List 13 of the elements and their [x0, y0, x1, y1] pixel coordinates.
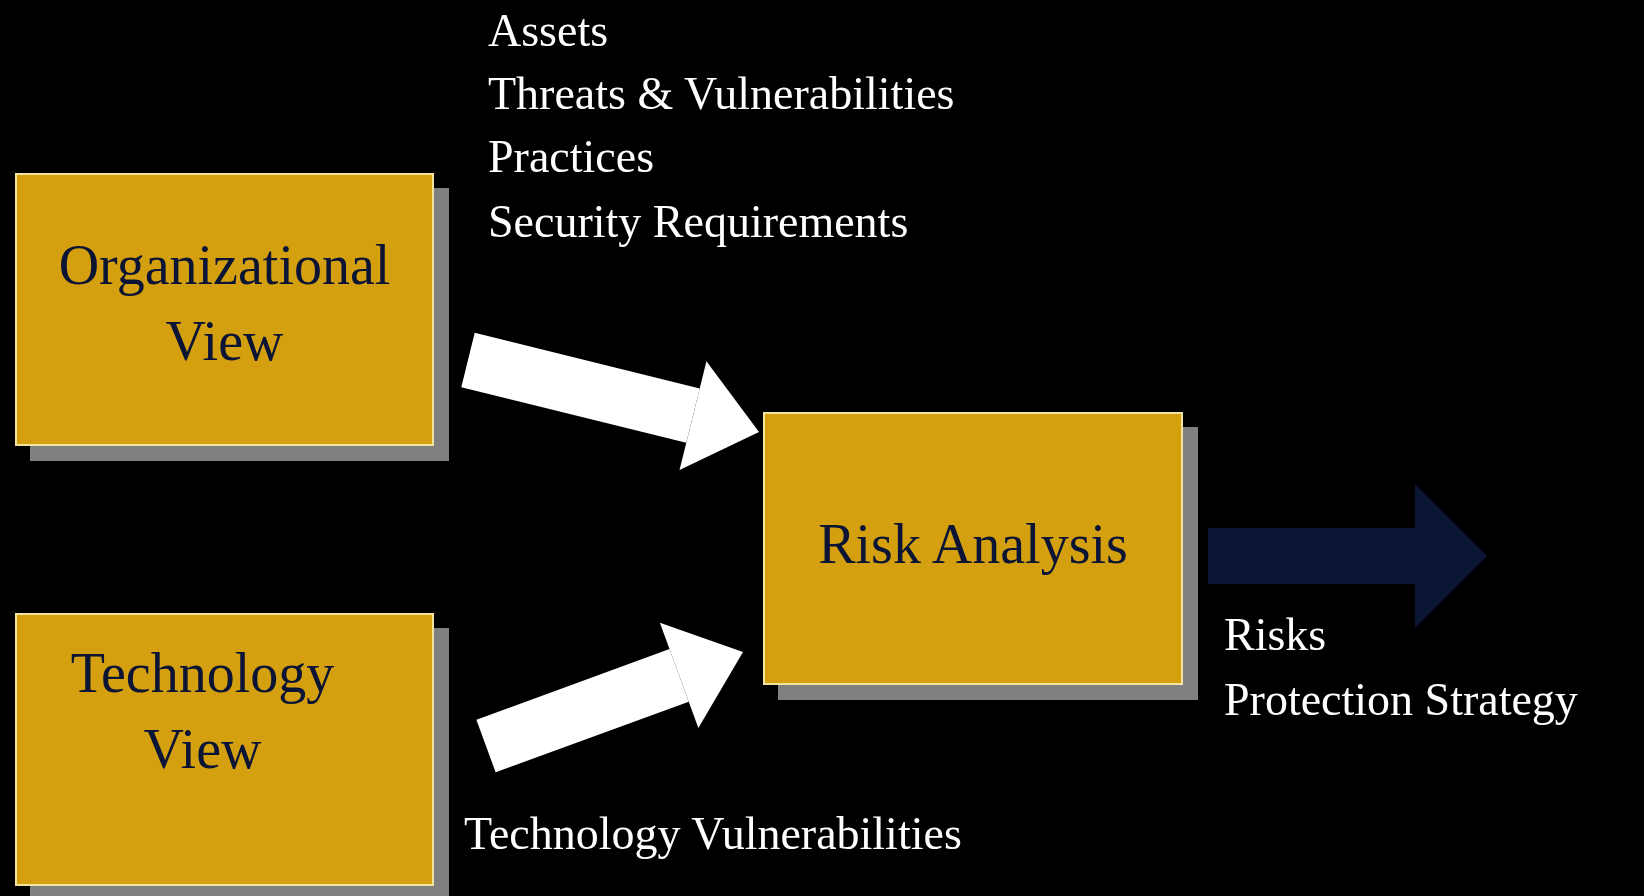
block-arrow — [1208, 484, 1487, 628]
input-item: Technology Vulnerabilities — [464, 807, 962, 861]
input-item: Assets — [488, 4, 609, 58]
box-title: Organizational View — [57, 233, 392, 374]
input-item: Security Requirements — [488, 195, 909, 249]
input-item: Threats & Vulnerabilities — [488, 67, 955, 121]
box-title: Technology View — [69, 641, 336, 782]
block-arrow — [476, 622, 743, 773]
box-title: Risk Analysis — [818, 512, 1128, 577]
input-item: Practices — [488, 130, 655, 184]
block-arrow — [461, 332, 759, 471]
output-item: Risks — [1224, 608, 1327, 662]
output-item: Protection Strategy — [1224, 673, 1578, 727]
